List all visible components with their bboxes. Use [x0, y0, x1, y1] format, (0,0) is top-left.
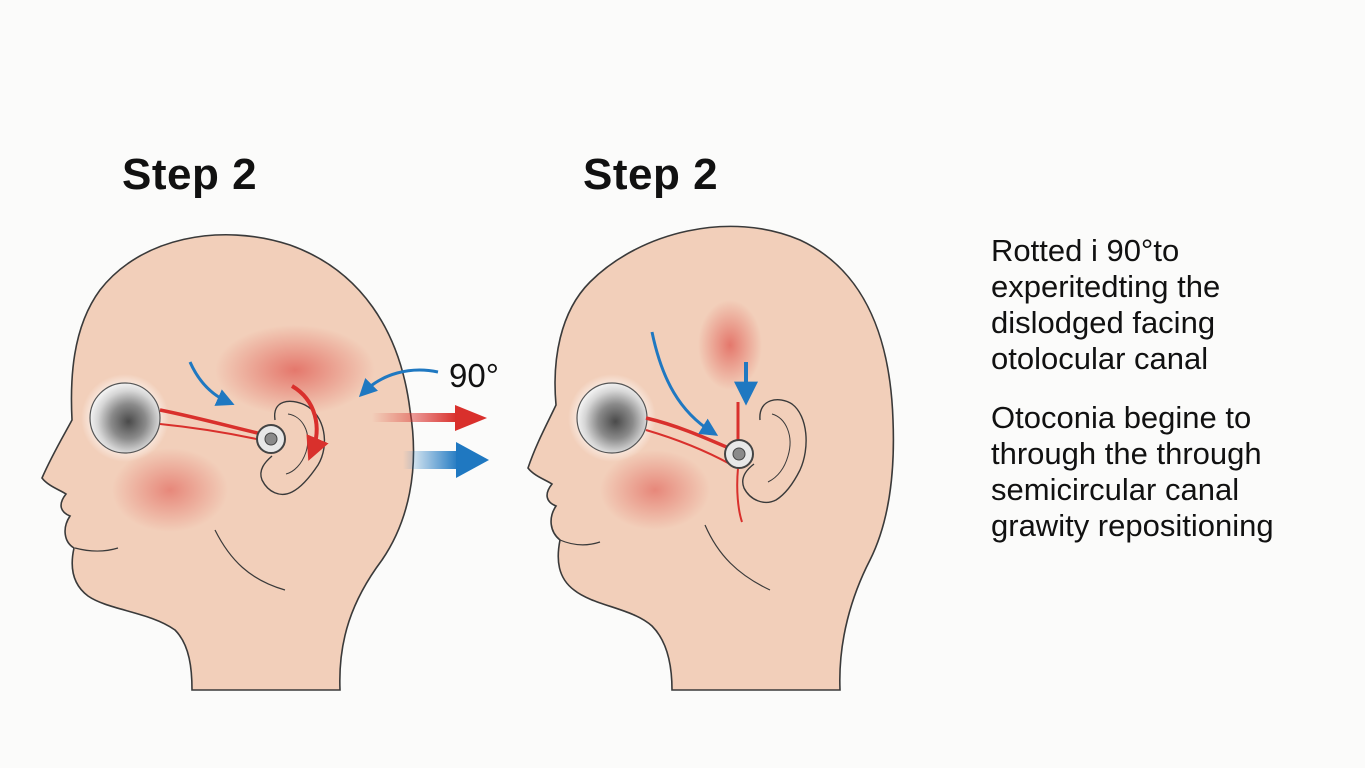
description-line: experitedting the — [991, 269, 1351, 305]
left-head-figure — [42, 235, 414, 690]
blue-arrow-shaft — [403, 451, 459, 469]
description-line: semicircular canal — [991, 472, 1351, 508]
red-arrow-head — [455, 405, 487, 431]
blue-arrow-head — [456, 442, 489, 478]
left-eye — [90, 383, 160, 453]
left-head-outline — [42, 235, 414, 690]
left-otolith-inner — [265, 433, 277, 445]
right-cheek-glow — [600, 450, 710, 530]
right-otolith-inner — [733, 448, 745, 460]
description-line: through the through — [991, 436, 1351, 472]
right-step-title: Step 2 — [583, 150, 718, 200]
right-head-figure — [528, 226, 893, 690]
description-line: dislodged facing — [991, 305, 1351, 341]
description-paragraph-2: Otoconia begine to through the through s… — [991, 400, 1351, 544]
right-eye — [577, 383, 647, 453]
right-head-red-glow — [698, 300, 762, 390]
description-line: grawity repositioning — [991, 508, 1351, 544]
description-paragraph-1: Rotted i 90°to experitedting the dislodg… — [991, 233, 1351, 377]
description-line: Rotted i 90°to — [991, 233, 1351, 269]
left-step-title: Step 2 — [122, 150, 257, 200]
rotation-angle-label: 90° — [449, 357, 499, 395]
description-line: Otoconia begine to — [991, 400, 1351, 436]
right-head-outline — [528, 226, 893, 690]
red-arrow-shaft — [372, 413, 457, 422]
description-line: otolocular canal — [991, 341, 1351, 377]
